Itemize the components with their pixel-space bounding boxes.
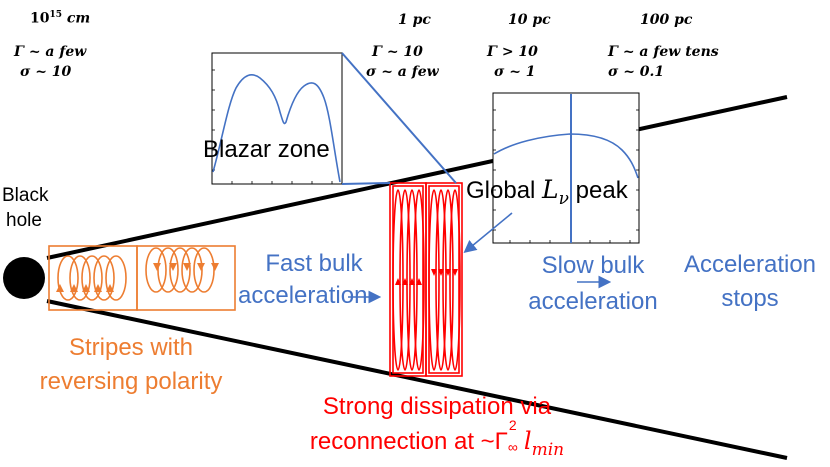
dissipation-label: Strong dissipation via reconnection at ~… [282,390,592,467]
scale-2-sigma: σ ~ a few [366,64,439,80]
slow-bulk-label: Slow bulk acceleration [518,248,668,320]
scale-3-sigma: σ ~ 1 [494,64,536,80]
scale-label-100pc: 100 pc [640,12,693,28]
global-peak-prefix: Global [466,177,536,204]
blazar-connector-top [341,52,457,184]
blazar-zone-label: Blazar zone [203,136,330,163]
scale-2-gamma: Γ ~ 10 [372,44,423,60]
dissipation-gamma-scripts: 2∞ [508,418,524,454]
scale-1-unit: cm [66,10,91,27]
dissipation-box-right [425,182,463,377]
black-hole-label: Black hole [2,183,48,233]
scale-4-sigma: σ ~ 0.1 [608,64,665,80]
dissipation-line2-prefix: reconnection at ~Γ [309,428,508,455]
accel-stops-label: Acceleration stops [670,248,830,316]
accel-stops-line2: stops [721,285,779,312]
dissipation-sub: ∞ [507,439,518,455]
scale-1-base: 10 [30,10,50,27]
dissipation-line1: Strong dissipation via [322,393,552,420]
dissipation-box-left [389,182,427,377]
global-peak-symbol: L [542,175,559,204]
global-peak-pointer-arrow [463,212,513,254]
slow-bulk-line2: acceleration [528,288,658,315]
blazar-sed-curve [212,74,341,183]
global-sed-curve [493,133,639,179]
fast-bulk-label: Fast bulk acceleration [238,248,384,312]
scale-label-1pc: 1 pc [398,12,431,28]
stripes-line1: Stripes with [68,334,194,361]
global-peak-subscript: ν [558,188,569,209]
blazar-connector-bottom [341,182,391,185]
global-peak-label: Global Lν peak [466,175,628,209]
black-hole [3,257,45,299]
scale-label-10pc: 10 pc [508,12,551,28]
global-peak-suffix: peak [575,177,628,204]
fast-bulk-line1: Fast bulk [265,250,363,277]
global-peak-inset [492,92,640,244]
scale-1-sigma: σ ~ 10 [20,64,72,80]
dissipation-lsub: min [531,439,565,460]
black-hole-label-line1: Black [2,185,49,206]
stripes-label: Stripes with reversing polarity [0,331,262,399]
black-hole-label-line2: hole [6,210,42,231]
slow-bulk-line1: Slow bulk [541,252,645,279]
stripe-box-right [136,245,236,311]
scale-1-gamma: Γ ~ a few [14,44,87,60]
scale-label-1e15cm: 1015 cm [30,10,90,27]
dissipation-sup: 2 [508,417,517,433]
scale-4-gamma: Γ ~ a few tens [608,44,719,60]
stripes-line2: reversing polarity [39,368,223,395]
scale-3-gamma: Γ > 10 [487,44,538,60]
jet-upper-boundary [46,95,788,260]
dissipation-l: l [523,427,532,455]
scale-1-exp: 15 [49,10,63,20]
jet-lower-boundary [46,299,788,460]
accel-stops-line1: Acceleration [683,251,817,278]
fast-bulk-line2: acceleration [238,282,368,309]
blazar-zone-inset [211,52,343,185]
